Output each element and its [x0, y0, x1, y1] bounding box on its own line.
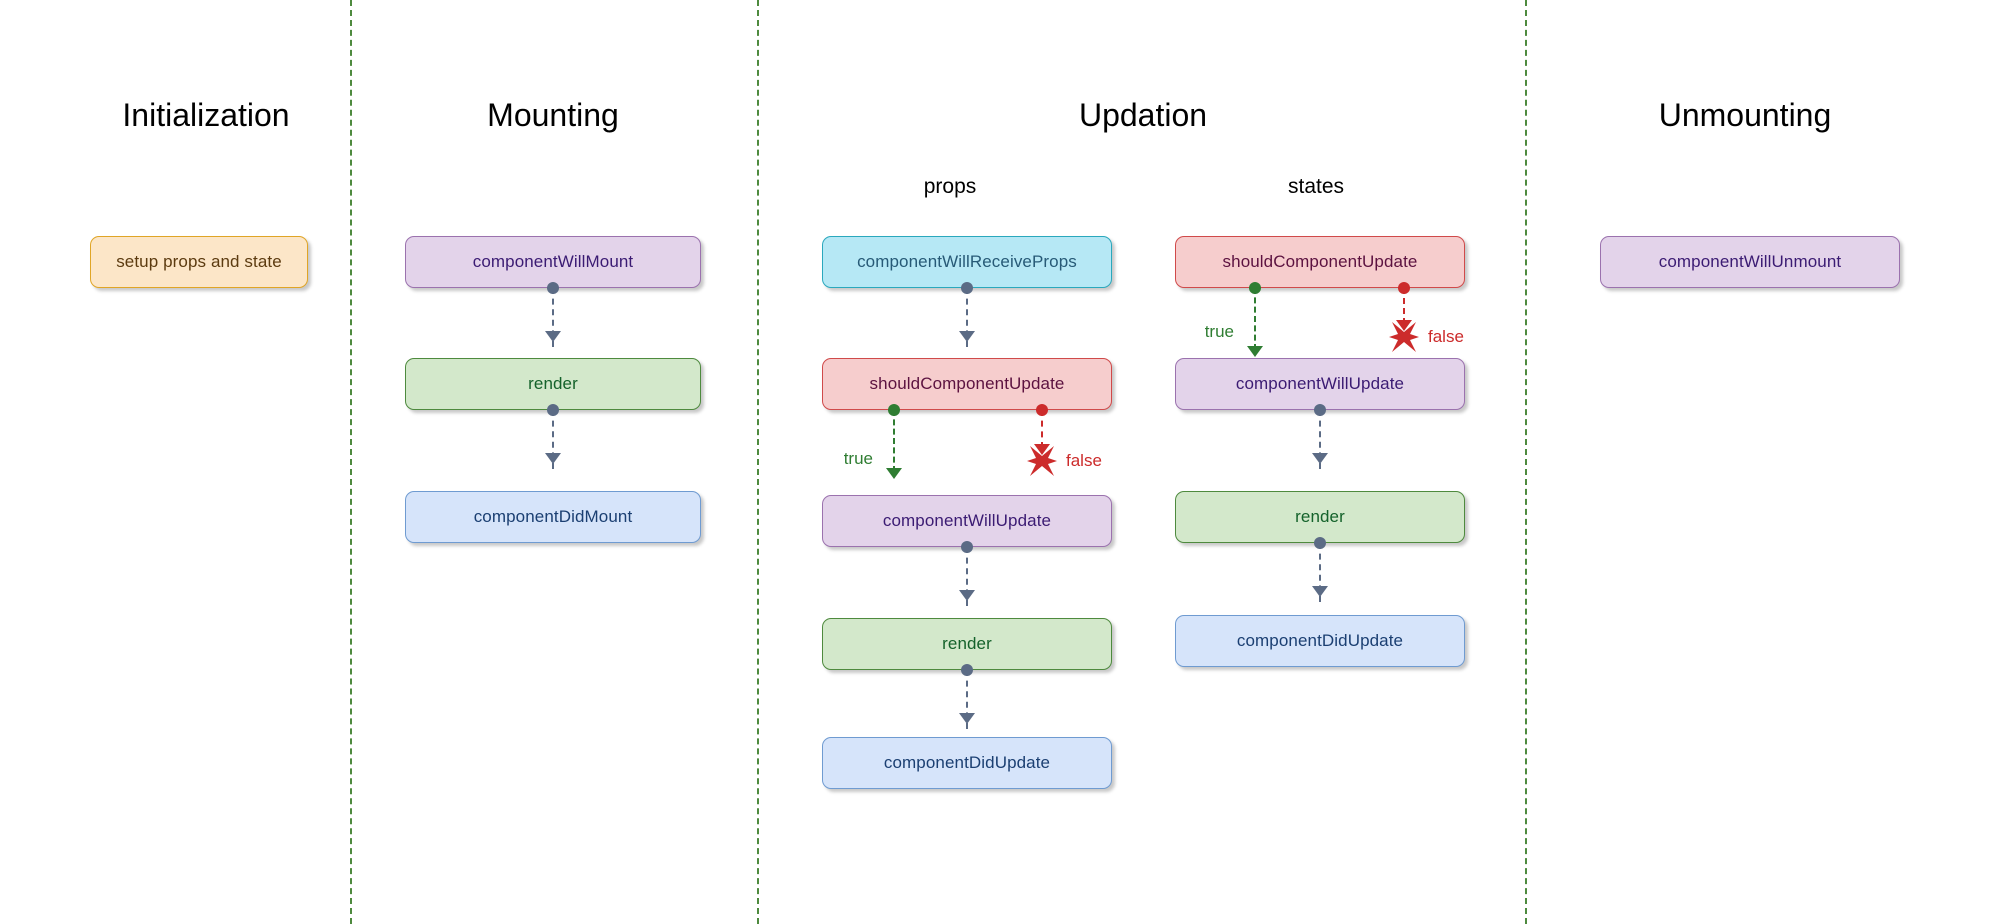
node-component-will-mount[interactable]: componentWillMount [405, 236, 701, 288]
node-component-did-mount[interactable]: componentDidMount [405, 491, 701, 543]
connector-arrow-states-1 [1312, 453, 1328, 464]
connector-line-props-3 [966, 670, 968, 729]
connector-line-states-2 [1319, 543, 1321, 602]
connector-arrow-props-3 [959, 713, 975, 724]
branch-line-states-true [1254, 288, 1256, 350]
branch-line-props-false [1041, 410, 1043, 448]
node-mounting-render[interactable]: render [405, 358, 701, 410]
connector-arrow-props-2 [959, 590, 975, 601]
section-title-mounting: Mounting [487, 97, 619, 133]
connector-line-props-1 [966, 288, 968, 347]
branch-arrow-props-true [886, 468, 902, 479]
subsection-title-props: props [923, 175, 977, 198]
connector-line-mounting-1 [552, 288, 554, 347]
x-mark-icon-states-false [1387, 320, 1421, 354]
divider-mounting-updation [757, 0, 759, 924]
connector-line-props-2 [966, 547, 968, 606]
node-component-will-receive-props[interactable]: componentWillReceiveProps [822, 236, 1112, 288]
branch-arrow-states-true [1247, 346, 1263, 357]
section-title-updation: Updation [1078, 97, 1208, 133]
connector-arrow-states-2 [1312, 586, 1328, 597]
connector-arrow-props-1 [959, 331, 975, 342]
node-states-component-did-update[interactable]: componentDidUpdate [1175, 615, 1465, 667]
divider-updation-unmounting [1525, 0, 1527, 924]
section-title-initialization: Initialization [122, 97, 290, 133]
branch-arrow-props-false [1034, 444, 1050, 455]
node-states-render[interactable]: render [1175, 491, 1465, 543]
node-props-render[interactable]: render [822, 618, 1112, 670]
connector-line-mounting-2 [552, 410, 554, 469]
branch-line-props-true [893, 410, 895, 472]
connector-line-states-1 [1319, 410, 1321, 469]
node-states-should-component-update[interactable]: shouldComponentUpdate [1175, 236, 1465, 288]
branch-label-states-false: false [1428, 327, 1464, 346]
node-props-should-component-update[interactable]: shouldComponentUpdate [822, 358, 1112, 410]
connector-arrow-mounting-1 [545, 331, 561, 342]
branch-label-props-false: false [1066, 451, 1102, 470]
branch-label-props-true: true [843, 449, 873, 468]
branch-label-states-true: true [1204, 322, 1234, 341]
node-props-component-did-update[interactable]: componentDidUpdate [822, 737, 1112, 789]
branch-line-states-false [1403, 288, 1405, 324]
node-props-component-will-update[interactable]: componentWillUpdate [822, 495, 1112, 547]
subsection-title-states: states [1287, 175, 1345, 198]
branch-arrow-states-false [1396, 320, 1412, 331]
divider-initialization-mounting [350, 0, 352, 924]
connector-arrow-mounting-2 [545, 453, 561, 464]
node-states-component-will-update[interactable]: componentWillUpdate [1175, 358, 1465, 410]
node-component-will-unmount[interactable]: componentWillUnmount [1600, 236, 1900, 288]
x-mark-icon-props-false [1025, 444, 1059, 478]
node-setup-props-and-state[interactable]: setup props and state [90, 236, 308, 288]
section-title-unmounting: Unmounting [1658, 97, 1832, 133]
